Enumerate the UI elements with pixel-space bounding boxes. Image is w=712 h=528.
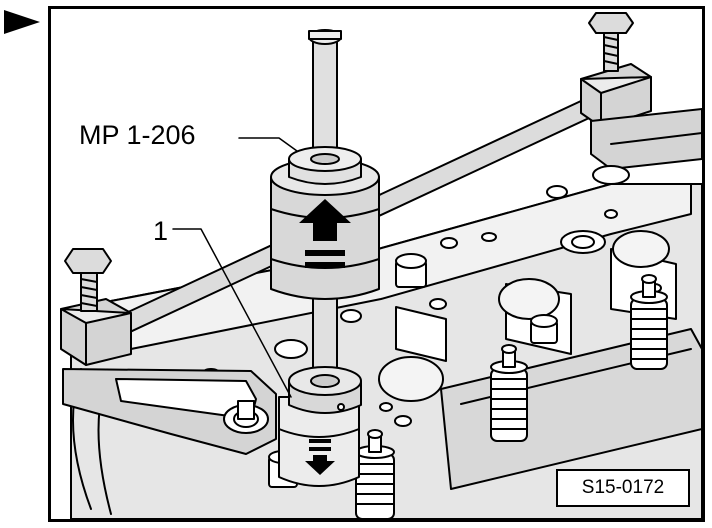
arrow-down-icon <box>305 439 335 475</box>
valve-spring-right <box>630 274 668 370</box>
figure-reference-code: S15-0172 <box>556 469 690 507</box>
leader-line-part <box>172 228 292 398</box>
valve-spring-middle <box>490 344 528 442</box>
illustration-frame: MP 1-206 1 S15-0172 <box>48 6 705 522</box>
cylinder-head-illustration <box>60 12 702 519</box>
puller-adapter <box>278 366 362 487</box>
leader-line-tool <box>238 137 298 152</box>
left-bracket <box>60 248 277 455</box>
tool-callout-label: MP 1-206 <box>79 120 196 150</box>
part-callout-label: 1 <box>153 216 169 246</box>
pointer-arrow-icon <box>4 10 40 34</box>
arrow-up-icon <box>299 199 351 268</box>
valve-spring-left <box>355 429 395 519</box>
right-bracket <box>580 12 702 185</box>
